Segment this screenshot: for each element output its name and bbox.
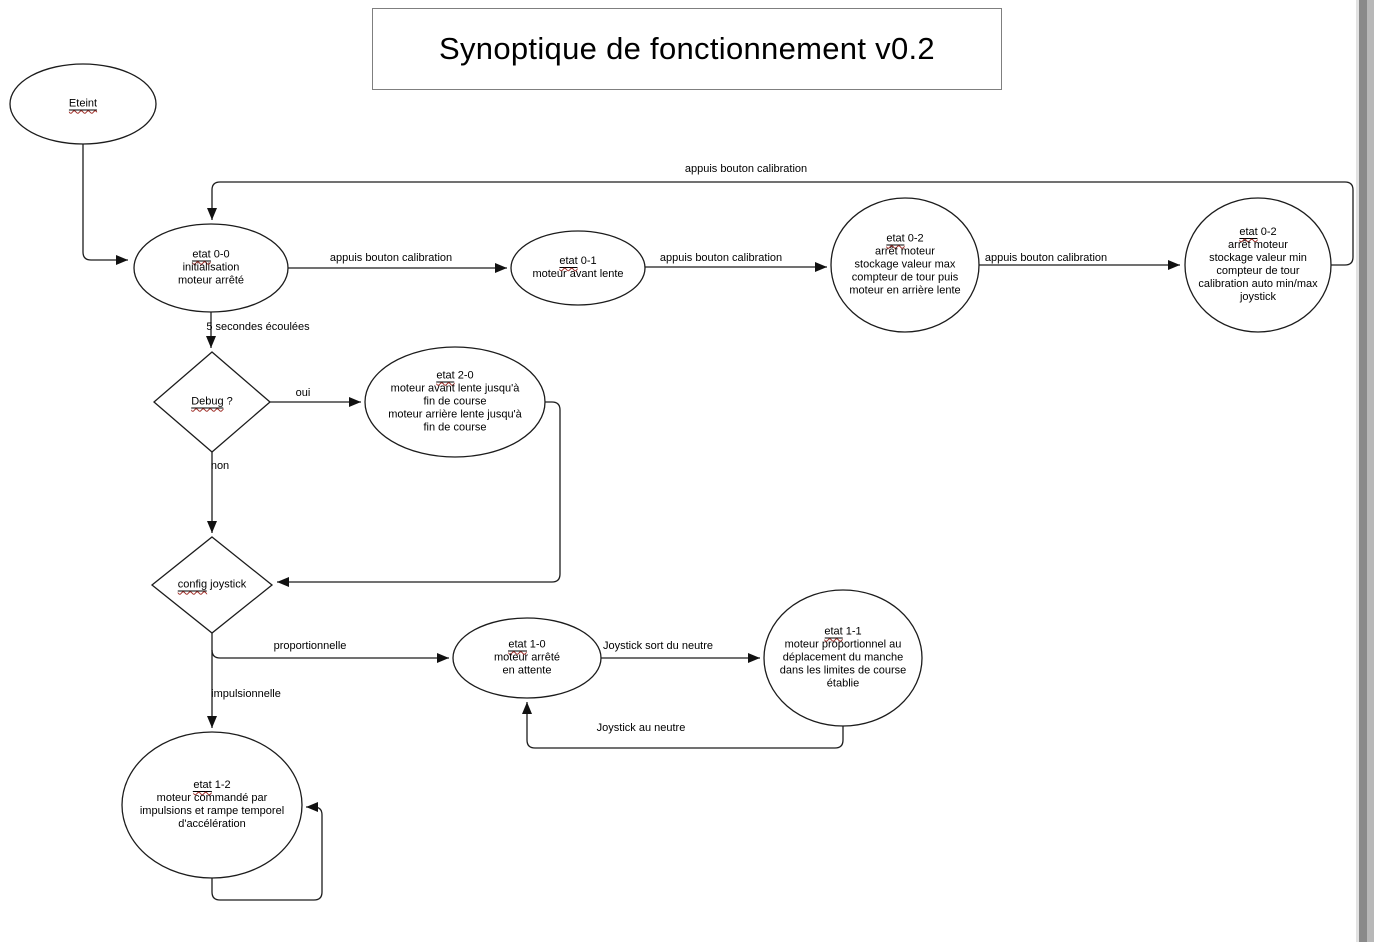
- decision-shape-debug: [153, 351, 271, 453]
- label-etat-0-0: etat 0-0 initialisation moteur arrêté: [177, 248, 245, 287]
- label-debug-decision: Debug ?: [191, 395, 233, 409]
- edge-label-non: non: [210, 460, 230, 472]
- state-shape-etat-1-1: [763, 589, 923, 727]
- state-shape-etat-1-2: [121, 731, 303, 879]
- edge-etat12-self-loop: [211, 802, 323, 901]
- label-etat-1-1: etat 1-1 moteur proportionnel au déplace…: [779, 625, 907, 690]
- label-etat-1-0: etat 1-0 moteur arrêté en attente: [493, 638, 561, 677]
- edge-label-calibration-1: appuis bouton calibration: [329, 252, 453, 264]
- edge-label-calibration-2: appuis bouton calibration: [659, 252, 783, 264]
- label-etat-0-2-max: etat 0-2 arrêt moteur stockage valeur ma…: [849, 232, 961, 297]
- state-shape-etat-0-0: [133, 223, 289, 313]
- page-edge-highlight: [1356, 0, 1359, 942]
- label-etat-2-0: etat 2-0 moteur avant lente jusqu'à fin …: [388, 369, 522, 434]
- edge-label-calibration-3: appuis bouton calibration: [984, 252, 1108, 264]
- label-config-joystick-decision: config joystick: [177, 578, 247, 592]
- edge-label-joystick-sort-du-neutre: Joystick sort du neutre: [602, 640, 714, 652]
- decision-shape-config-joystick: [150, 536, 274, 634]
- edge-etat20-to-config: [277, 401, 561, 587]
- label-etat-1-2: etat 1-2 moteur commandé par impulsions …: [139, 779, 285, 830]
- edge-label-proportionnelle: proportionnelle: [273, 640, 347, 652]
- label-eteint: Eteint: [68, 97, 98, 111]
- title-box: Synoptique de fonctionnement v0.2: [372, 8, 1002, 90]
- edge-label-calibration-feedback: appuis bouton calibration: [684, 163, 808, 175]
- edge-label-oui: oui: [295, 387, 311, 399]
- state-shape-etat-1-0: [452, 617, 602, 699]
- state-shape-etat-0-1: [510, 230, 646, 306]
- edge-eteint-to-etat00: [82, 144, 128, 265]
- page-edge-border: [1359, 0, 1367, 942]
- label-etat-0-1: etat 0-1 moteur avant lente: [532, 255, 624, 280]
- state-shape-eteint: [9, 63, 157, 145]
- edge-calibration-feedback: [207, 181, 1354, 266]
- state-shape-etat-2-0: [364, 346, 546, 458]
- state-shape-etat-0-2-min: [1184, 197, 1332, 333]
- edge-label-joystick-au-neutre: Joystick au neutre: [596, 722, 686, 734]
- edge-label-impulsionnelle: impulsionnelle: [211, 688, 281, 700]
- edge-label-5-secondes: 5 secondes écoulées: [206, 321, 310, 333]
- page-edge-shadow: [1367, 0, 1374, 942]
- state-shape-etat-0-2-max: [830, 197, 980, 333]
- page-title: Synoptique de fonctionnement v0.2: [439, 31, 935, 66]
- edge-etat11-to-etat10-return: [522, 702, 844, 749]
- label-etat-0-2-min: etat 0-2 arrêt moteur stockage valeur mi…: [1198, 226, 1318, 303]
